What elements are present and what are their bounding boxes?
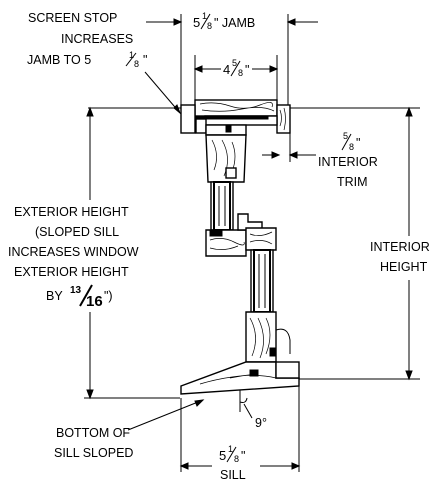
bottom-sill-leader [127,399,204,431]
trim-quote: " [356,136,360,150]
sill-frac-slash [226,446,237,463]
jamb-frac-slash [200,13,211,30]
jamb-whole: 5 [193,15,200,30]
jamb-num: 1 [202,11,207,21]
screen-stop-frac-slash [125,52,137,67]
screen-stop-frac-end: " [143,53,147,67]
ext-dim-arrow-top [86,106,94,117]
ext-by-den: 16 [86,293,103,310]
screen-stop-arrow [173,104,182,115]
lower-sash-lift [275,328,291,354]
trim-arrow-right [288,151,298,159]
ext-height-line2: (SLOPED SILL [35,225,119,239]
screen-stop-frac-num: 1 [129,50,134,60]
lower-meeting-rail [245,227,277,251]
jamb-den: 8 [207,21,212,31]
lower-meeting-grain [249,231,273,245]
int-height-line1: INTERIOR [370,240,430,254]
trim-num: 5 [343,131,348,141]
int-dim-arrow-top [405,106,413,117]
screen-stop-leader [144,71,181,114]
inner-text: " [245,63,249,77]
angle-arc [239,397,248,403]
ext-height-line3: INCREASES WINDOW [8,245,139,259]
trim-den: 8 [349,142,354,152]
sill-num: 1 [228,444,233,454]
trim-frac-slash [341,133,352,151]
lower-sash-lock-keeper [269,347,277,357]
ext-by-end: ") [104,289,113,303]
trim-line2: INTERIOR [318,155,378,169]
ext-height-line1: EXTERIOR HEIGHT [14,205,129,219]
meeting-weatherstrip [209,229,223,237]
screen-stop-frac-den: 8 [134,59,139,69]
bottom-sill-arrow [194,399,205,407]
angle-label: 9° [255,416,267,430]
sill-label: SILL [220,468,246,482]
head-flashing [195,115,269,120]
jamb-text: " JAMB [214,16,255,30]
head-ext-stop [195,118,207,134]
screen-stop-line3: JAMB TO 5 [27,53,91,67]
jamb-dim-arrow-left [173,18,183,26]
head-weatherstrip [225,124,232,133]
ext-by: BY [46,289,63,303]
window-section [180,99,300,395]
sill-quote: " [241,449,245,463]
trim-line3: TRIM [337,175,368,189]
sill-den: 8 [234,454,239,464]
interior-trim-head [276,104,291,134]
sill-weatherstrip [249,369,259,377]
inner-den: 8 [238,68,243,78]
sill-whole: 5 [219,448,226,463]
screen-stop-line1: SCREEN STOP [28,11,117,25]
meeting-rail-grain [209,238,245,250]
screen-stop [180,104,196,134]
int-dim-arrow-bottom [405,370,413,381]
inner-whole: 4 [223,62,230,77]
sill-stool [275,361,300,379]
lower-rail-grain [249,317,271,359]
ext-by-slash [79,284,93,307]
inner-num: 5 [232,58,237,68]
ext-by-num: 13 [70,285,82,296]
int-height-line2: HEIGHT [380,260,428,274]
sash-lock [237,213,263,231]
inner-dim-arrow-left [193,65,203,73]
sill-arrow-left [179,462,189,470]
inner-dim-arrow-right [269,65,279,73]
head-jamb-grain [199,102,275,112]
upper-sash-stop [225,167,237,179]
trim-arrow-left [271,151,281,159]
bottom-sill-line2: SILL SLOPED [54,446,133,460]
screen-stop-line2: INCREASES [61,32,133,46]
ext-dim-arrow-bottom [86,389,94,400]
angle-leader [243,403,253,419]
trim-grain [279,107,286,131]
ext-height-line4: EXTERIOR HEIGHT [14,265,129,279]
jamb-dim-arrow-right [286,18,296,26]
bottom-sill-line1: BOTTOM OF [56,426,130,440]
sill-arrow-right [291,462,301,470]
inner-frac-slash [230,60,241,77]
